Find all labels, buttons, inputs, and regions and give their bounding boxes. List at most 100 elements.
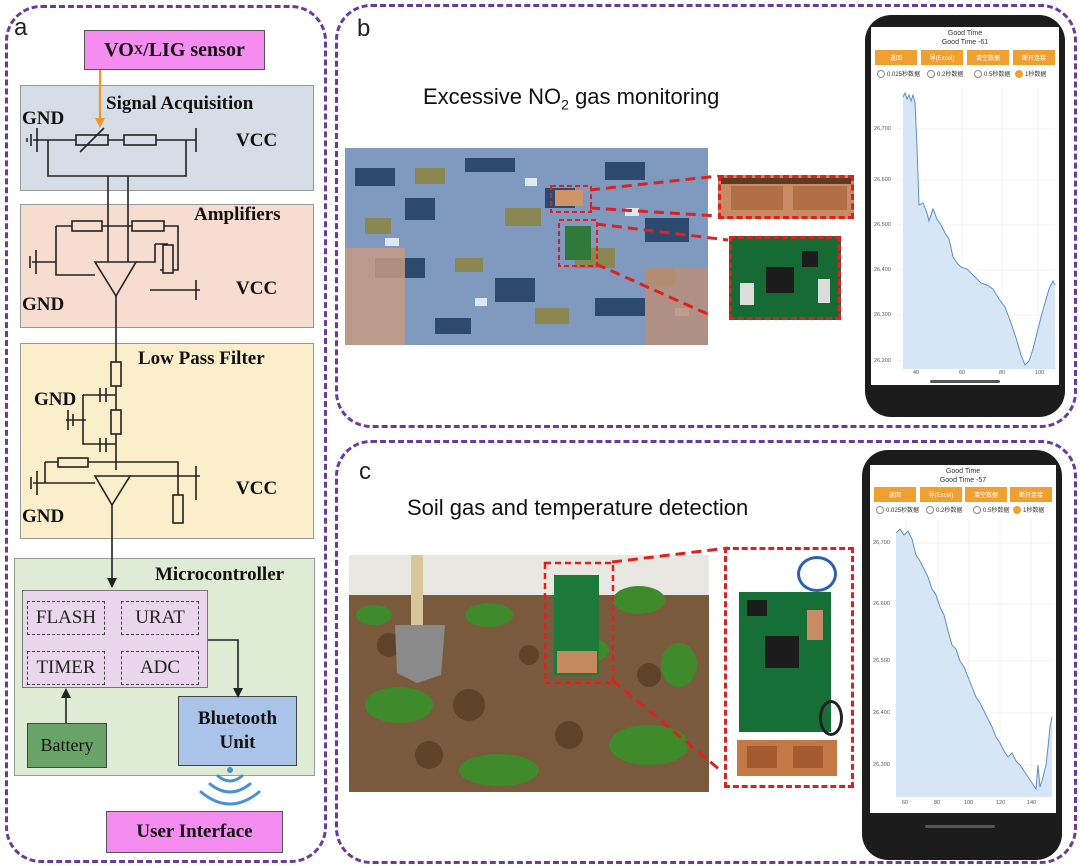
phone-c-home-bar [925, 825, 995, 828]
phone-b-home-bar [930, 380, 1000, 383]
bluetooth-box: Bluetooth Unit [178, 696, 297, 766]
phone-c-radio-1[interactable]: 0.2秒数据 [926, 505, 963, 515]
battery-box: Battery [27, 723, 107, 768]
phone-b-xtick-0: 40 [913, 370, 920, 376]
bluetooth-line2: Unit [219, 732, 256, 753]
phone-c-radio-2-label: 0.5秒数据 [983, 508, 1010, 514]
phone-b-radio-3[interactable]: 1秒数据 [1015, 69, 1047, 79]
phone-b-radio-1[interactable]: 0.2秒数据 [927, 69, 964, 79]
panel-b-title-pre: Excessive NO [423, 84, 562, 109]
phone-b-radio-2-label: 0.5秒数据 [984, 72, 1011, 78]
sensor-prefix: VO [104, 38, 134, 61]
phone-b-ytick-0: 26,700 [874, 126, 891, 132]
signal-acquisition-block [20, 85, 314, 191]
panel-c [335, 440, 1077, 864]
microcontroller-title: Microcontroller [155, 564, 285, 585]
phone-b-back-button[interactable]: 返回 [875, 50, 917, 65]
sensor-suffix: /LIG sensor [143, 38, 245, 61]
phone-b-ytick-2: 26,500 [874, 222, 891, 228]
phone-c-xtick-4: 140 [1027, 800, 1037, 806]
phone-b-radio-0[interactable]: 0.025秒数据 [877, 69, 921, 79]
panel-b [335, 4, 1077, 428]
panel-c-title: Soil gas and temperature detection [407, 495, 749, 520]
phone-b-radio-3-label: 1秒数据 [1025, 72, 1047, 78]
sensor-sub: X [133, 42, 144, 57]
phone-b-screen: Good Time Good Time -61 返回 导(Excel) 清空数据… [871, 27, 1059, 385]
phone-c-clear-button[interactable]: 清空数据 [965, 487, 1007, 502]
phone-b-chart [897, 87, 1056, 369]
phone-c-xtick-0: 60 [902, 800, 909, 806]
phone-c-subtitle: Good Time -57 [939, 477, 987, 484]
flash-chip: FLASH [27, 601, 105, 635]
camo-shirt-photo [345, 148, 708, 345]
phone-c-disconnect-button[interactable]: 断开连接 [1010, 487, 1052, 502]
phone-b-radio-0-label: 0.025秒数据 [887, 72, 921, 78]
phone-b-ytick-1: 26,600 [874, 177, 891, 183]
amp-gnd-label: GND [22, 294, 65, 315]
phone-c-radio-1-label: 0.2秒数据 [936, 508, 963, 514]
phone-c-xtick-2: 100 [964, 800, 974, 806]
phone-b-title: Good Time [947, 30, 983, 37]
phone-c-ytick-2: 26,500 [873, 658, 890, 664]
phone-c-ytick-4: 26,300 [873, 762, 890, 768]
soil-photo [349, 555, 709, 792]
phone-c-chart [895, 520, 1053, 797]
phone-c-screen: Good Time Good Time -57 返回 导(Excel) 清空数据… [870, 465, 1056, 813]
phone-c-ytick-0: 26,700 [873, 540, 890, 546]
panel-a-label: a [14, 14, 28, 41]
phone-b-disconnect-button[interactable]: 断开连接 [1013, 50, 1055, 65]
phone-c-export-button[interactable]: 导(Excel) [920, 487, 962, 502]
phone-c-radio-3-label: 1秒数据 [1023, 508, 1045, 514]
phone-b-radio-1-label: 0.2秒数据 [937, 72, 964, 78]
phone-c-xtick-1: 80 [934, 800, 941, 806]
phone-b-export-button[interactable]: 导(Excel) [921, 50, 963, 65]
pcb-closeup-b [729, 236, 841, 320]
amplifiers-title: Amplifiers [194, 204, 281, 225]
panel-b-title-post: gas monitoring [568, 84, 720, 109]
phone-b-clear-button[interactable]: 清空数据 [967, 50, 1009, 65]
phone-c-ytick-3: 26,400 [873, 710, 890, 716]
wifi-icon [199, 767, 261, 806]
pcb-closeup-c [724, 547, 854, 788]
phone-c-title: Good Time [945, 468, 981, 475]
mcu-chip-group [22, 590, 208, 688]
phone-b-xtick-1: 60 [959, 370, 966, 376]
panel-b-title-sub: 2 [561, 96, 569, 113]
phone-b-xtick-2: 80 [999, 370, 1006, 376]
phone-b-ytick-3: 26,400 [874, 267, 891, 273]
low-pass-filter-block [20, 343, 314, 539]
phone-b-ytick-4: 26,300 [874, 312, 891, 318]
lpf-vcc-label: VCC [236, 478, 278, 499]
adc-chip: ADC [121, 651, 199, 685]
panel-a [5, 5, 327, 863]
phone-b-radio-2[interactable]: 0.5秒数据 [974, 69, 1011, 79]
signal-gnd-label: GND [22, 108, 65, 129]
amp-vcc-label: VCC [236, 278, 278, 299]
lpf-gnd-label-bottom: GND [22, 506, 65, 527]
phone-b-subtitle: Good Time -61 [941, 39, 989, 46]
panel-b-label: b [357, 15, 371, 42]
lpf-gnd-label-top: GND [34, 389, 77, 410]
signal-acquisition-title: Signal Acquisition [106, 93, 254, 114]
sensor-closeup-b [718, 175, 854, 219]
user-interface-box: User Interface [106, 811, 283, 853]
phone-c-xtick-3: 120 [996, 800, 1006, 806]
panel-b-title: Excessive NO2 gas monitoring [423, 84, 719, 112]
signal-vcc-label: VCC [236, 130, 278, 151]
low-pass-filter-title: Low Pass Filter [138, 348, 265, 369]
phone-c-back-button[interactable]: 返回 [874, 487, 916, 502]
circuit-wiring [26, 70, 261, 806]
phone-c-radio-0-label: 0.025秒数据 [886, 508, 920, 514]
phone-b-ytick-5: 26,200 [874, 358, 891, 364]
urat-chip: URAT [121, 601, 199, 635]
phone-c-radio-2[interactable]: 0.5秒数据 [973, 505, 1010, 515]
timer-chip: TIMER [27, 651, 105, 685]
phone-c-radio-3[interactable]: 1秒数据 [1013, 505, 1045, 515]
phone-c-ytick-1: 26,600 [873, 601, 890, 607]
bluetooth-line1: Bluetooth [197, 708, 278, 729]
panel-c-label: c [359, 458, 371, 485]
phone-c-radio-0[interactable]: 0.025秒数据 [876, 505, 920, 515]
